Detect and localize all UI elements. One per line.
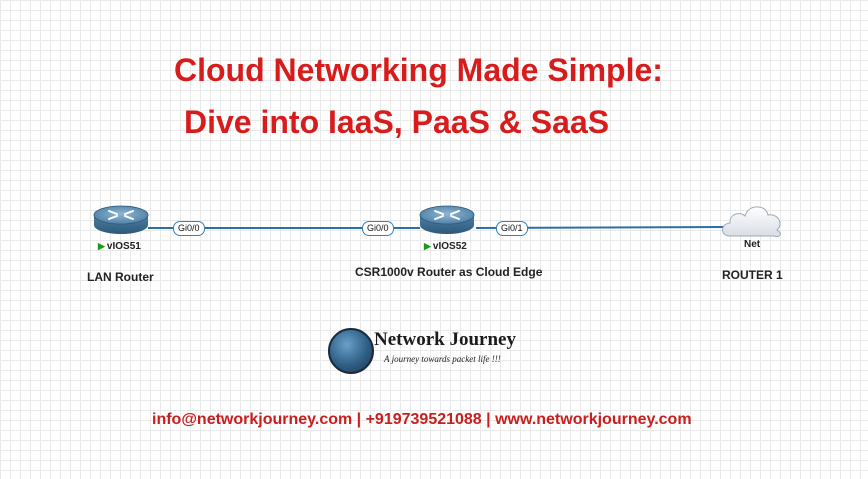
contact-footer: info@networkjourney.com | +919739521088 … (152, 411, 692, 428)
router-icon[interactable] (93, 205, 149, 234)
cloud-icon[interactable] (722, 206, 781, 237)
node-label-net: Net (744, 239, 761, 250)
node-label-vios52: ▶vIOS52 (424, 241, 467, 252)
node-name: vIOS52 (432, 241, 467, 252)
network-journey-logo: Network Journey A journey towards packet… (328, 326, 548, 374)
port-label-vios52-gi0-1[interactable]: Gi0/1 (496, 221, 528, 236)
running-status-icon: ▶ (98, 241, 105, 251)
router-icon[interactable] (419, 205, 475, 234)
logo-tagline: A journey towards packet life !!! (384, 354, 501, 364)
caption-router-1: ROUTER 1 (722, 268, 783, 282)
port-label-vios51-gi0-0[interactable]: Gi0/0 (173, 221, 205, 236)
logo-title: Network Journey (374, 329, 516, 350)
caption-cloud-edge: CSR1000v Router as Cloud Edge (355, 265, 543, 279)
caption-lan-router: LAN Router (87, 270, 154, 284)
title-line-1: Cloud Networking Made Simple: (174, 52, 663, 88)
running-status-icon: ▶ (424, 241, 431, 251)
port-label-vios52-gi0-0[interactable]: Gi0/0 (362, 221, 394, 236)
title-line-2: Dive into IaaS, PaaS & SaaS (184, 104, 610, 140)
node-label-vios51: ▶vIOS51 (98, 241, 141, 252)
node-name: vIOS51 (106, 241, 141, 252)
globe-logo-icon (328, 328, 374, 374)
